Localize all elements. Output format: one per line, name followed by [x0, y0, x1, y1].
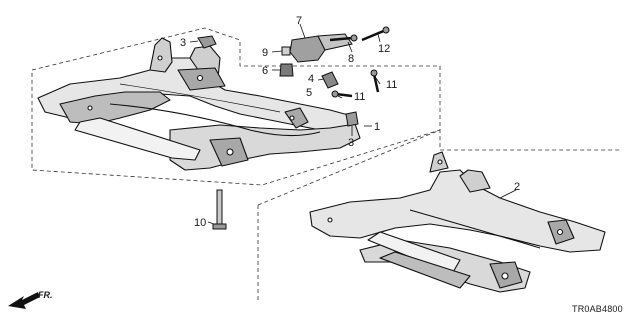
front-subframe-upper	[37, 37, 361, 171]
callout-6: 6	[262, 65, 268, 77]
mount-collar	[279, 63, 294, 77]
callout-10: 10	[194, 217, 206, 229]
callout-5: 5	[306, 87, 312, 99]
group-box-lower	[257, 129, 620, 206]
callout-8: 8	[348, 53, 354, 65]
callout-3-lower: 3	[348, 137, 354, 149]
mount-bolt	[329, 34, 358, 42]
subframe-mount-bolt	[212, 189, 227, 230]
flange-bolt-a	[370, 69, 380, 93]
diagram-code: TR0AB4800	[572, 304, 623, 314]
leader-lines	[189, 23, 517, 225]
callout-9: 9	[262, 47, 268, 59]
front-direction-arrow	[8, 292, 40, 309]
callout-2: 2	[514, 181, 520, 193]
callout-7: 7	[296, 15, 302, 27]
flange-nut	[281, 46, 291, 56]
group-box-upper	[31, 27, 441, 186]
callout-11-right: 11	[386, 79, 397, 91]
stopper-bolt	[361, 26, 390, 42]
front-direction-label: FR.	[38, 290, 53, 300]
flange-bolt-b	[331, 90, 353, 98]
callout-12: 12	[378, 43, 390, 55]
mounting-bracket	[321, 71, 339, 89]
front-subframe-lower	[309, 151, 606, 293]
callout-11-left: 11	[354, 91, 365, 103]
callout-3-upper: 3	[180, 37, 186, 49]
callout-4: 4	[308, 73, 314, 85]
stopper-clip-upper	[197, 35, 217, 49]
stopper-clip-lower	[345, 111, 359, 127]
callout-1: 1	[374, 121, 380, 133]
